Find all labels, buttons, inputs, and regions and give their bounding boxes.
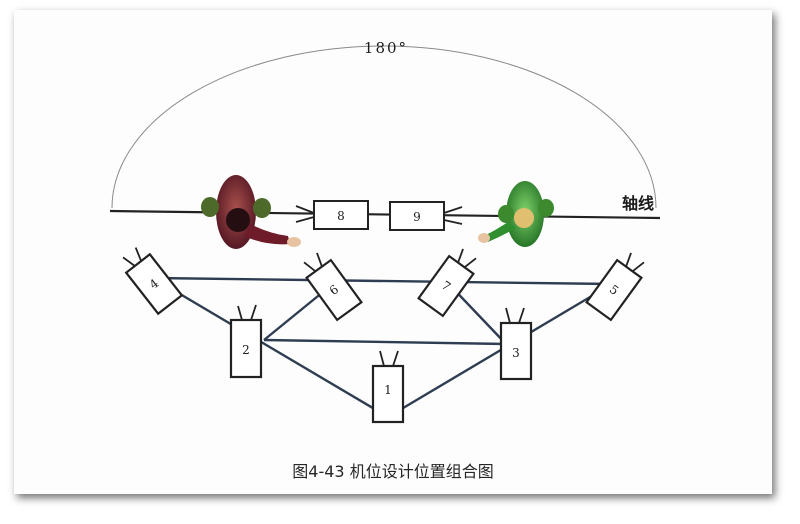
figure-caption: 图4-43 机位设计位置组合图	[292, 462, 494, 481]
svg-text:3: 3	[512, 346, 520, 360]
camera-9: 9	[389, 201, 463, 231]
camera-3: 3	[499, 307, 533, 381]
svg-text:2: 2	[242, 343, 250, 357]
angle-arc	[111, 45, 657, 209]
axis-label: 轴线	[622, 194, 654, 213]
svg-text:9: 9	[413, 210, 421, 224]
camera-4: 4	[122, 247, 184, 316]
camera-5: 5	[585, 252, 645, 322]
camera-6: 6	[303, 252, 363, 322]
camera-position-diagram: 180° 轴线	[109, 39, 661, 424]
action-axis	[109, 209, 661, 220]
camera-8: 8	[295, 200, 369, 230]
person-right	[478, 181, 554, 247]
svg-text:1: 1	[384, 383, 392, 397]
angle-label: 180°	[364, 39, 408, 57]
figure-page: 180° 轴线	[14, 10, 772, 494]
person-left	[201, 175, 301, 249]
camera-7: 7	[417, 248, 477, 318]
camera-1: 1	[371, 350, 405, 424]
svg-text:8: 8	[337, 209, 345, 223]
camera-2: 2	[229, 304, 263, 379]
